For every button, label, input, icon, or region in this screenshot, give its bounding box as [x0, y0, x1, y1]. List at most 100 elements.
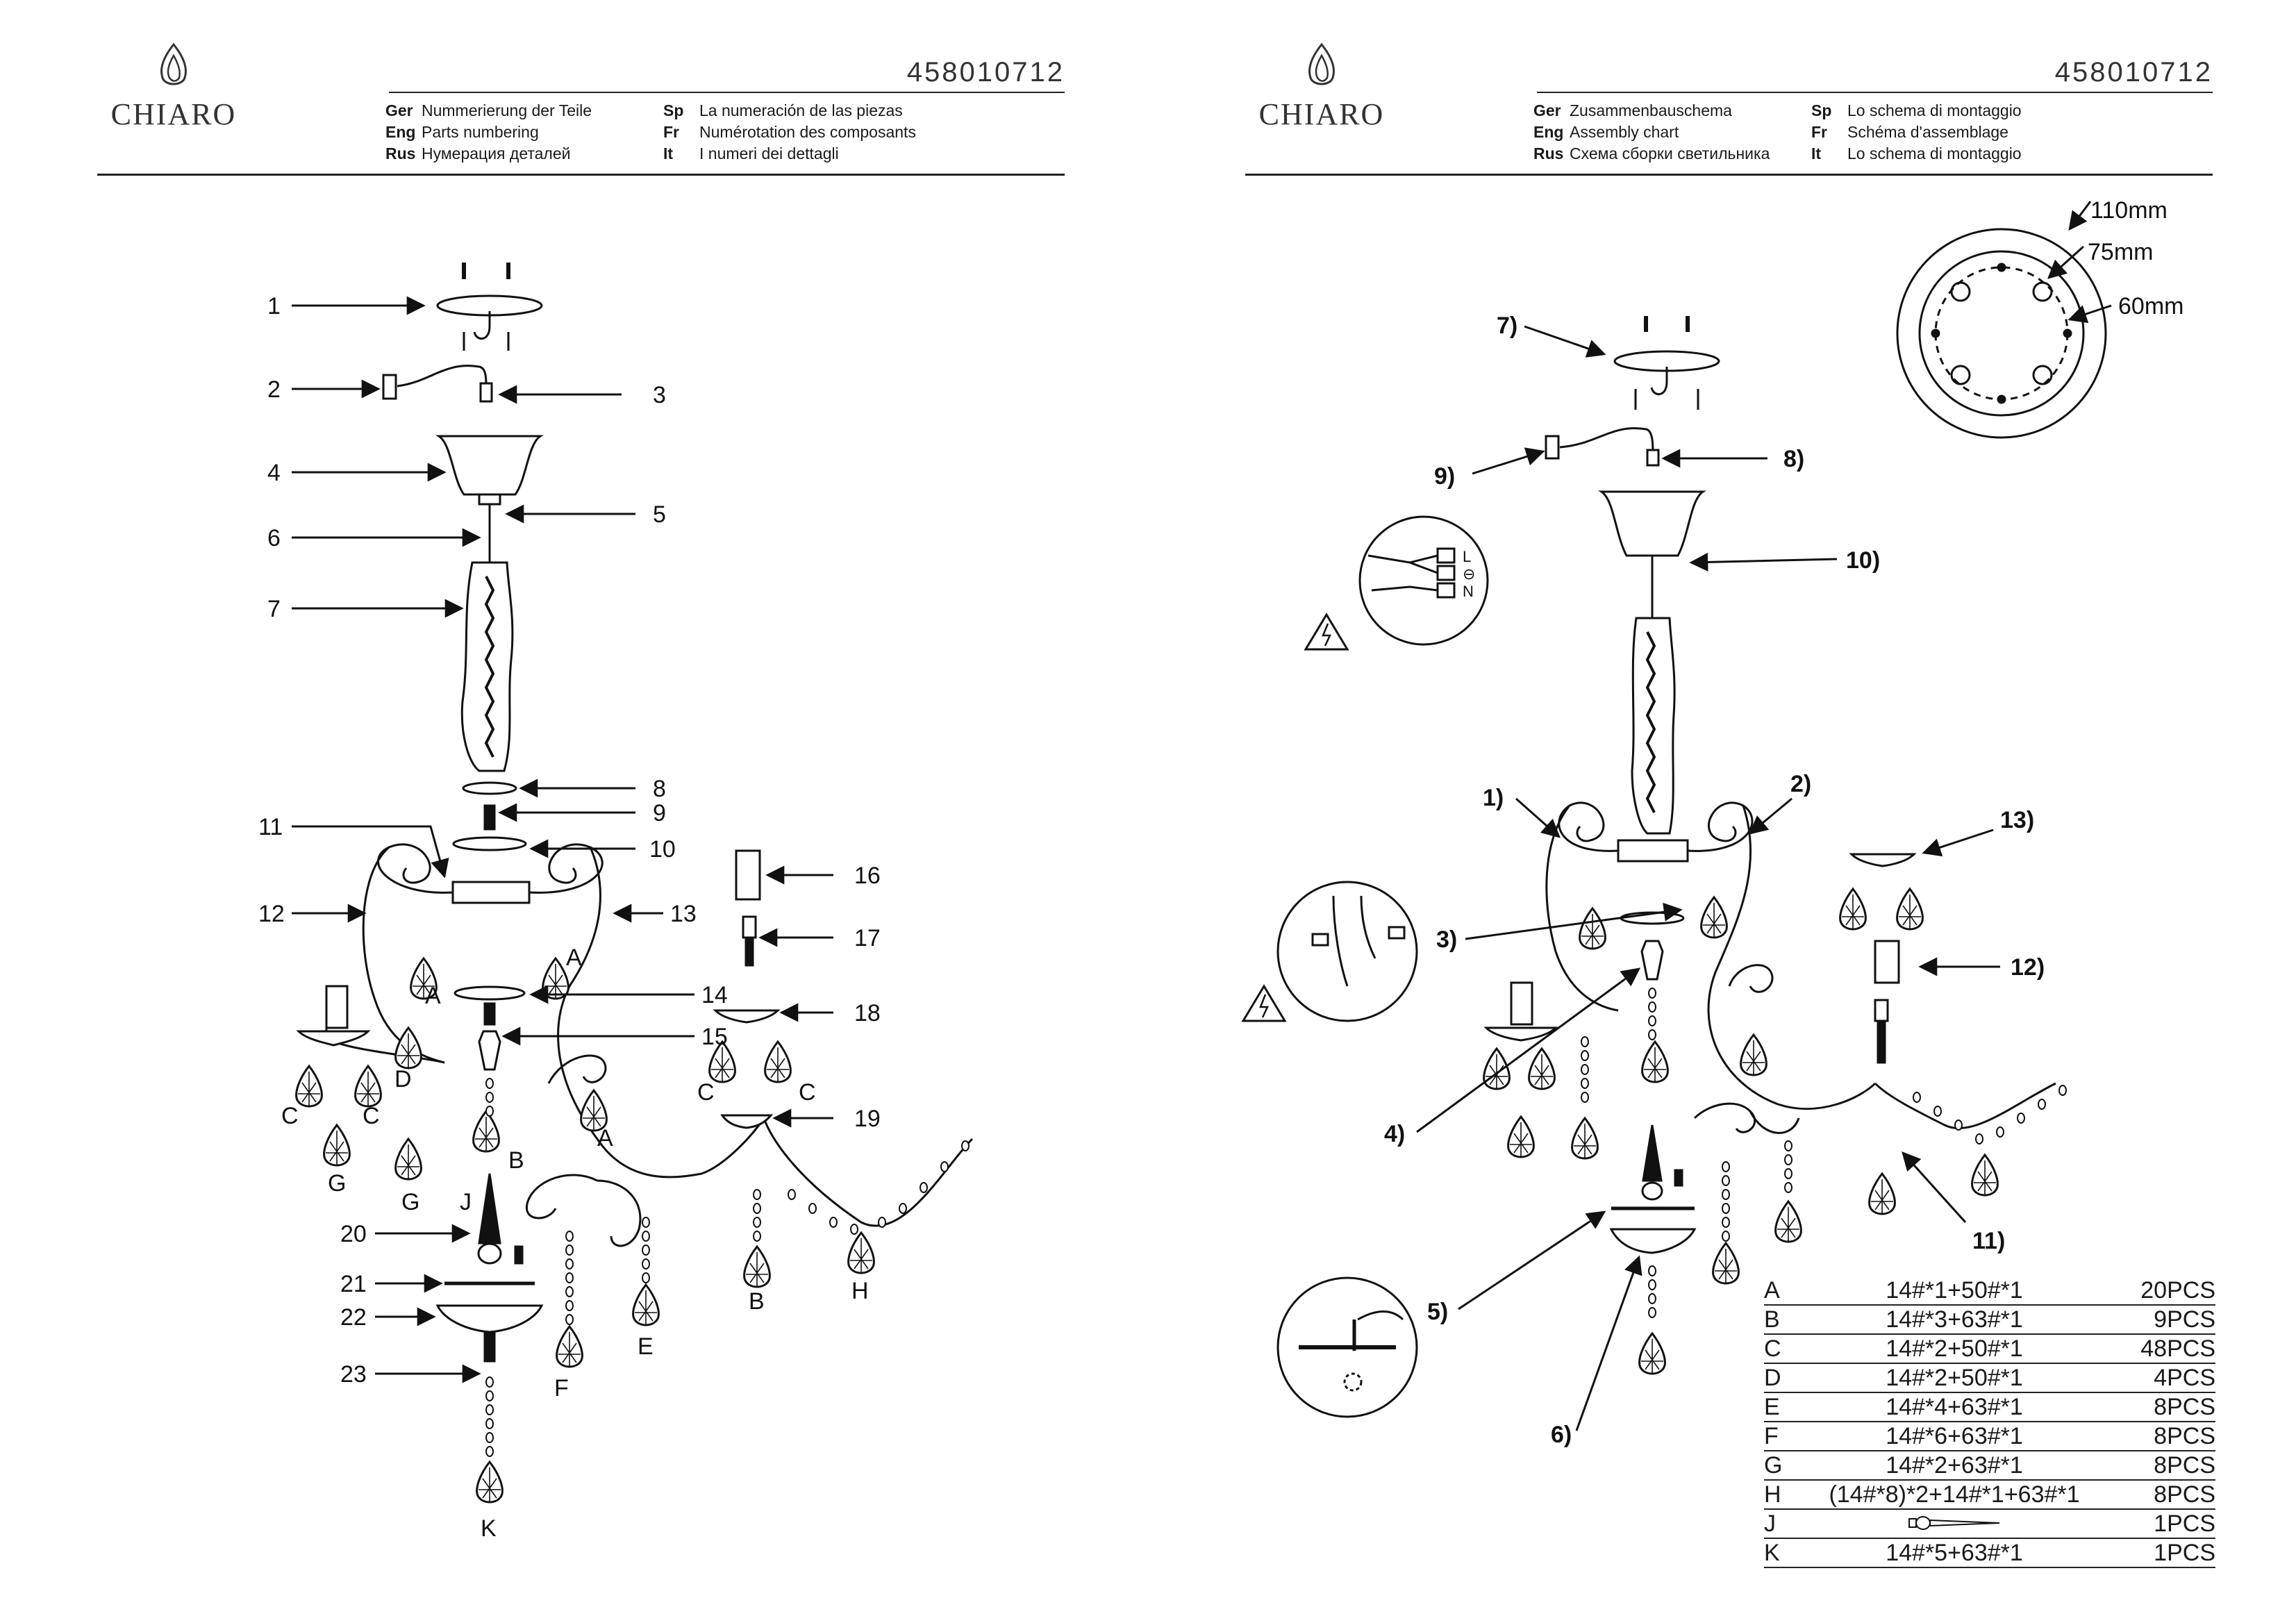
crystal-letter: A	[597, 1125, 613, 1151]
center-body	[451, 881, 531, 904]
arm-right-upper	[529, 843, 604, 894]
brand-wordmark: CHIARO	[1258, 97, 1385, 131]
crystal-letter: D	[394, 1066, 412, 1092]
wire-label-live: L	[1463, 548, 1471, 565]
part-number-label: 9	[653, 800, 666, 826]
assembly-step-label: 2)	[1790, 771, 1811, 797]
candle-sleeve-left	[325, 985, 349, 1029]
part-number-label: 22	[340, 1304, 367, 1331]
mount-dimension-inner: 60mm	[2118, 293, 2183, 319]
part-number-label: 10	[649, 836, 676, 863]
part-number-label: 7	[267, 596, 281, 622]
crystal-letter: C	[363, 1103, 380, 1129]
crystal-letter: A	[566, 944, 582, 971]
canopy	[435, 435, 544, 496]
part-number-label: 5	[653, 501, 666, 528]
canopy-detail-inset	[1276, 1276, 1418, 1418]
wire-label-earth: ⊖	[1463, 565, 1475, 583]
brand-logo: CHIARO	[104, 42, 243, 132]
assembly-step-label: 12)	[2011, 954, 2045, 981]
mounting-plate-diagram	[1896, 228, 2107, 439]
assembly-step-label: 13)	[2000, 807, 2034, 833]
electric-warning-icon	[1304, 613, 1349, 651]
header-divider	[97, 174, 1065, 176]
finial-j-icon	[1908, 1516, 2000, 1530]
part-number-label: 18	[854, 1000, 881, 1026]
arm-left-upper	[377, 843, 454, 894]
crystal-letter: B	[508, 1147, 524, 1174]
ceiling-hook	[473, 311, 491, 340]
part-number-label: 8	[653, 776, 666, 802]
part-number-label: 4	[267, 460, 281, 486]
part-number-label: 14	[701, 982, 728, 1008]
assembly-step-label: 8)	[1783, 446, 1804, 472]
mount-dimension-middle: 75mm	[2088, 239, 2153, 265]
part-number-label: 1	[267, 293, 281, 319]
part-number-label: 21	[340, 1271, 367, 1297]
assembly-step-label: 3)	[1436, 926, 1457, 953]
part-number-label: 3	[653, 382, 666, 408]
wiring-detail-inset	[1358, 515, 1489, 646]
brand-flame-icon	[1308, 42, 1335, 85]
assembly-step-label: 7)	[1497, 313, 1517, 339]
header-rule	[389, 92, 1065, 93]
crystal-letter: G	[328, 1170, 346, 1197]
brand-wordmark: CHIARO	[110, 97, 237, 131]
socket-detail-inset	[1276, 881, 1418, 1022]
crystal-letter: B	[749, 1288, 765, 1315]
mount-dimension-outer: 110mm	[2090, 197, 2168, 224]
part-number-label: 2	[267, 376, 281, 403]
document-number: 458010712	[2054, 57, 2213, 88]
assembly-step-label: 4)	[1384, 1121, 1405, 1147]
brand-flame-icon	[160, 42, 187, 85]
crystal-letter: C	[281, 1103, 299, 1129]
part-number-label: 23	[340, 1361, 367, 1388]
assembly-drawing: 7) 8) 9) 10) 1) 2) 3) 4) 5) 6) 11) 12) 1…	[1241, 197, 2183, 1448]
crystal-letter: E	[638, 1333, 654, 1360]
terminal-block	[382, 374, 397, 400]
candle-sleeve-16	[735, 849, 761, 901]
part-number-label: 17	[854, 925, 881, 951]
crystal-drops	[295, 957, 875, 1504]
exploded-view-drawing: 1 2 3 4 5 6 7 8 9 10 11 12 13 14 15 16 1…	[258, 263, 974, 1542]
table-row: J 1PCS	[1764, 1509, 2215, 1539]
crystal-letter: C	[697, 1079, 715, 1106]
electric-warning-icon	[1241, 984, 1287, 1022]
crystal-letter: F	[554, 1375, 569, 1401]
assembly-step-label: 1)	[1483, 785, 1504, 811]
assembly-step-label: 6)	[1551, 1422, 1572, 1448]
part-number-label: 15	[701, 1024, 728, 1050]
crystal-letter: K	[481, 1515, 497, 1542]
document-number: 458010712	[906, 57, 1065, 88]
part-number-label: 16	[854, 863, 881, 889]
part-number-label: 12	[258, 901, 285, 927]
crystal-letter: G	[401, 1189, 419, 1215]
wire-label-neutral: N	[1463, 583, 1474, 600]
assembly-step-label: 10)	[1846, 547, 1880, 574]
assembly-step-label: 5)	[1427, 1299, 1448, 1325]
crystal-letter: C	[799, 1079, 816, 1106]
brand-logo: CHIARO	[1252, 42, 1391, 132]
crystal-letter: H	[851, 1278, 869, 1304]
